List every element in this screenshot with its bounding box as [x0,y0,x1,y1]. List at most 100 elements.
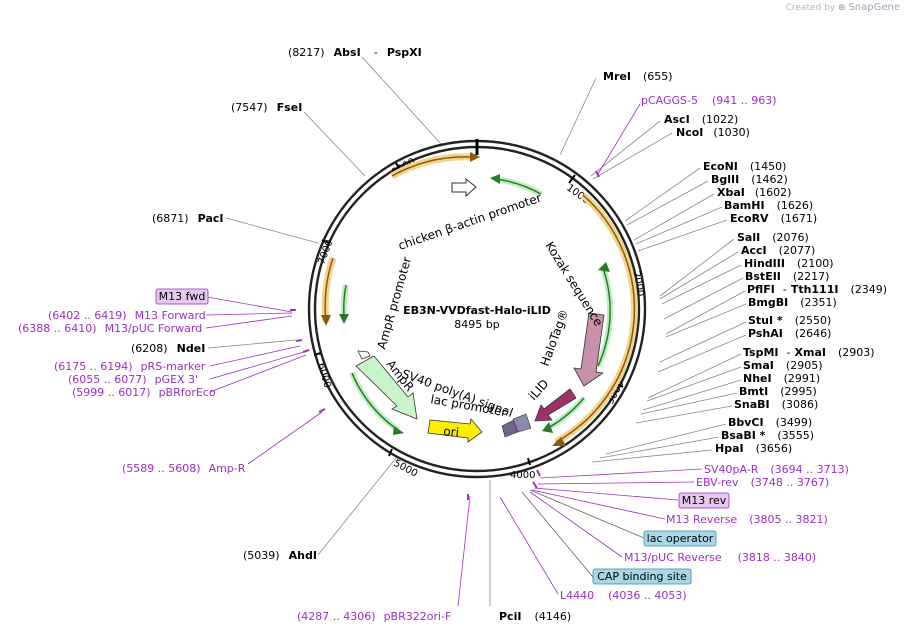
primer-m13puc-reverse[interactable]: M13/pUC Reverse(3818 .. 3840) [624,551,816,564]
enzyme-acci-name: AccI [741,244,767,257]
leader-ndei [207,339,297,349]
enzyme-xbai-position: (1602) [755,186,792,199]
primer-pcaggs5[interactable]: pCAGGS-5 (941 .. 963) [641,94,777,107]
enzyme-paci[interactable]: (6871) PacI [152,207,223,226]
enzyme-hpai[interactable]: HpaI(3656) [715,442,792,455]
enzyme-bmgbi[interactable]: BmgBI(2351) [748,296,837,309]
cap-binding-site-box[interactable] [592,568,692,585]
enzyme-pshai[interactable]: PshAI(2646) [748,327,831,340]
enzyme-stui[interactable]: StuI *(2550) [748,314,831,327]
enzyme-bsteii[interactable]: BstEII (2217) [745,270,829,283]
primer-m13puc-forward[interactable]: (6388 .. 6410)M13/pUC Forward [18,322,202,335]
primer-l4440[interactable]: L4440 (4036 .. 4053) [560,589,687,602]
enzyme-bsabi[interactable]: BsaBI *(3555) [721,429,814,442]
primer-amp-r[interactable]: (5589 .. 5608)Amp-R [122,462,246,475]
feature-arc-8000-line [391,156,471,177]
enzyme-asci-name: AscI [664,113,690,126]
enzyme-ncoi-name: NcoI [676,126,703,139]
enzyme-absi-position: (8217) [288,46,325,59]
enzyme-tspmi[interactable]: TspMI-XmaI(2903) [743,346,875,359]
primer-mark-pgex [302,349,310,353]
leader-bbvci [605,423,727,455]
primer-m13-forward[interactable]: (6402 .. 6419)M13 Forward [48,309,206,322]
enzyme-bbvci[interactable]: BbvCI(3499) [728,416,812,429]
enzyme-nhei-name: NheI [743,372,772,385]
primer-l4440-name: L4440 [560,589,594,602]
enzyme-bsabi-name: BsaBI * [721,429,766,442]
enzyme-bsteii-position: (2217) [793,270,830,283]
primer-mark-ampr [318,408,326,413]
enzyme-bmti[interactable]: BmtI(2995) [739,385,817,398]
m13-fwd-box[interactable] [155,288,209,305]
enzyme-ncoi[interactable]: NcoI(1030) [676,126,750,139]
primer-ebv-rev[interactable]: EBV-rev(3748 .. 3767) [696,476,829,489]
leader-econi [624,167,701,222]
enzyme-econi-position: (1450) [750,160,787,173]
primer-pbr322ori[interactable]: (4287 .. 4306)pBR322ori-F [297,610,451,623]
primer-l4440-range: (4036 .. 4053) [608,589,687,602]
outer-features [321,152,638,446]
enzyme-pcii[interactable]: PciI (4146) [499,605,571,624]
m13-rev-box-label: M13 rev [682,494,727,507]
feature-green-right-line [597,267,611,367]
enzyme-pflfi-name: PflFI [747,283,775,296]
enzyme-stui-name: StuI * [748,314,783,327]
backbone [307,139,647,479]
enzyme-bsteii-name: BstEII [745,270,781,283]
enzyme-absi[interactable]: (8217) AbsI - PspXI [288,41,422,60]
enzyme-ahdi[interactable]: (5039) AhdI [243,544,317,563]
enzyme-asci[interactable]: AscI(1022) [664,113,738,126]
primer-pbrforeco[interactable]: (5999 .. 6017)pBRforEco [72,386,216,399]
enzyme-tspmi-sep: - [787,346,791,359]
enzyme-ecorv[interactable]: EcoRV(1671) [730,212,817,225]
enzyme-mrei[interactable]: MreI(655) [603,70,673,83]
enzyme-bamhi[interactable]: BamHI(1626) [724,199,813,212]
primer-pgex3[interactable]: (6055 .. 6077)pGEX 3' [68,373,198,386]
lac-promoter-block-icon [512,413,532,433]
primer-pcaggs5-name: pCAGGS-5 [641,94,698,107]
enzyme-absi-name: AbsI [334,46,361,59]
enzyme-hindiii[interactable]: HindIII(2100) [744,257,834,270]
primer-marks [290,170,600,500]
enzyme-ahdi-position: (5039) [243,549,280,562]
leader-bsabi [599,436,720,459]
enzyme-tspmi-position: (2903) [838,346,875,359]
enzyme-sali[interactable]: SalI(2076) [737,231,809,244]
m13-rev-box[interactable] [678,492,730,509]
primer-m13puc-reverse-name: M13/pUC Reverse [624,551,722,564]
enzyme-xbai[interactable]: XbaI (1602) [717,186,791,199]
enzyme-bbvci-name: BbvCI [728,416,764,429]
leader-snabi [635,405,733,424]
primer-pbr322ori-name: pBR322ori-F [384,610,452,623]
feature-green-lower-arrow-icon [542,422,553,433]
leader-acci [659,251,739,300]
enzyme-econi[interactable]: EcoNI(1450) [703,160,786,173]
enzyme-snabi[interactable]: SnaBI(3086) [734,398,818,411]
feature-arc-cds-line [555,194,636,443]
primer-pcaggs5-range: (941 .. 963) [712,94,777,107]
cap-binding-site-box-label: CAP binding site [597,570,687,583]
inner-features [339,174,614,435]
enzyme-mrei-position: (655) [643,70,673,83]
lac-operator-box[interactable] [643,530,717,547]
primer-m13-reverse[interactable]: M13 Reverse(3805 .. 3821) [666,513,828,526]
kozak-label: Kozak sequence [542,239,605,329]
primer-mark-pcaggs5 [595,170,600,178]
enzyme-bglii[interactable]: BglII(1462) [711,173,788,186]
enzyme-bamhi-position: (1626) [777,199,814,212]
leader-m13puc-forward [205,315,293,329]
enzyme-fsei[interactable]: (7547) FseI [231,96,302,115]
enzyme-bmti-name: BmtI [739,385,768,398]
primer-sv40pa-r-name: SV40pA-R [704,463,759,476]
enzyme-xbai-name: XbaI [717,186,745,199]
plasmid-length: 8495 bp [454,318,499,331]
enzyme-hpai-position: (3656) [756,442,793,455]
enzyme-ndei[interactable]: (6208) NdeI [131,337,205,356]
primer-prs-marker[interactable]: (6175 .. 6194)pRS-marker [54,360,206,373]
enzyme-pflfi[interactable]: PflFI-Tth111I(2349) [747,283,887,296]
primer-m13-forward-name: M13 Forward [135,309,206,322]
enzyme-acci[interactable]: AccI(2077) [741,244,815,257]
enzyme-smai[interactable]: SmaI(2905) [743,359,822,372]
primer-sv40pa-r[interactable]: SV40pA-R(3694 .. 3713) [704,463,849,476]
enzyme-nhei[interactable]: NheI(2991) [743,372,820,385]
